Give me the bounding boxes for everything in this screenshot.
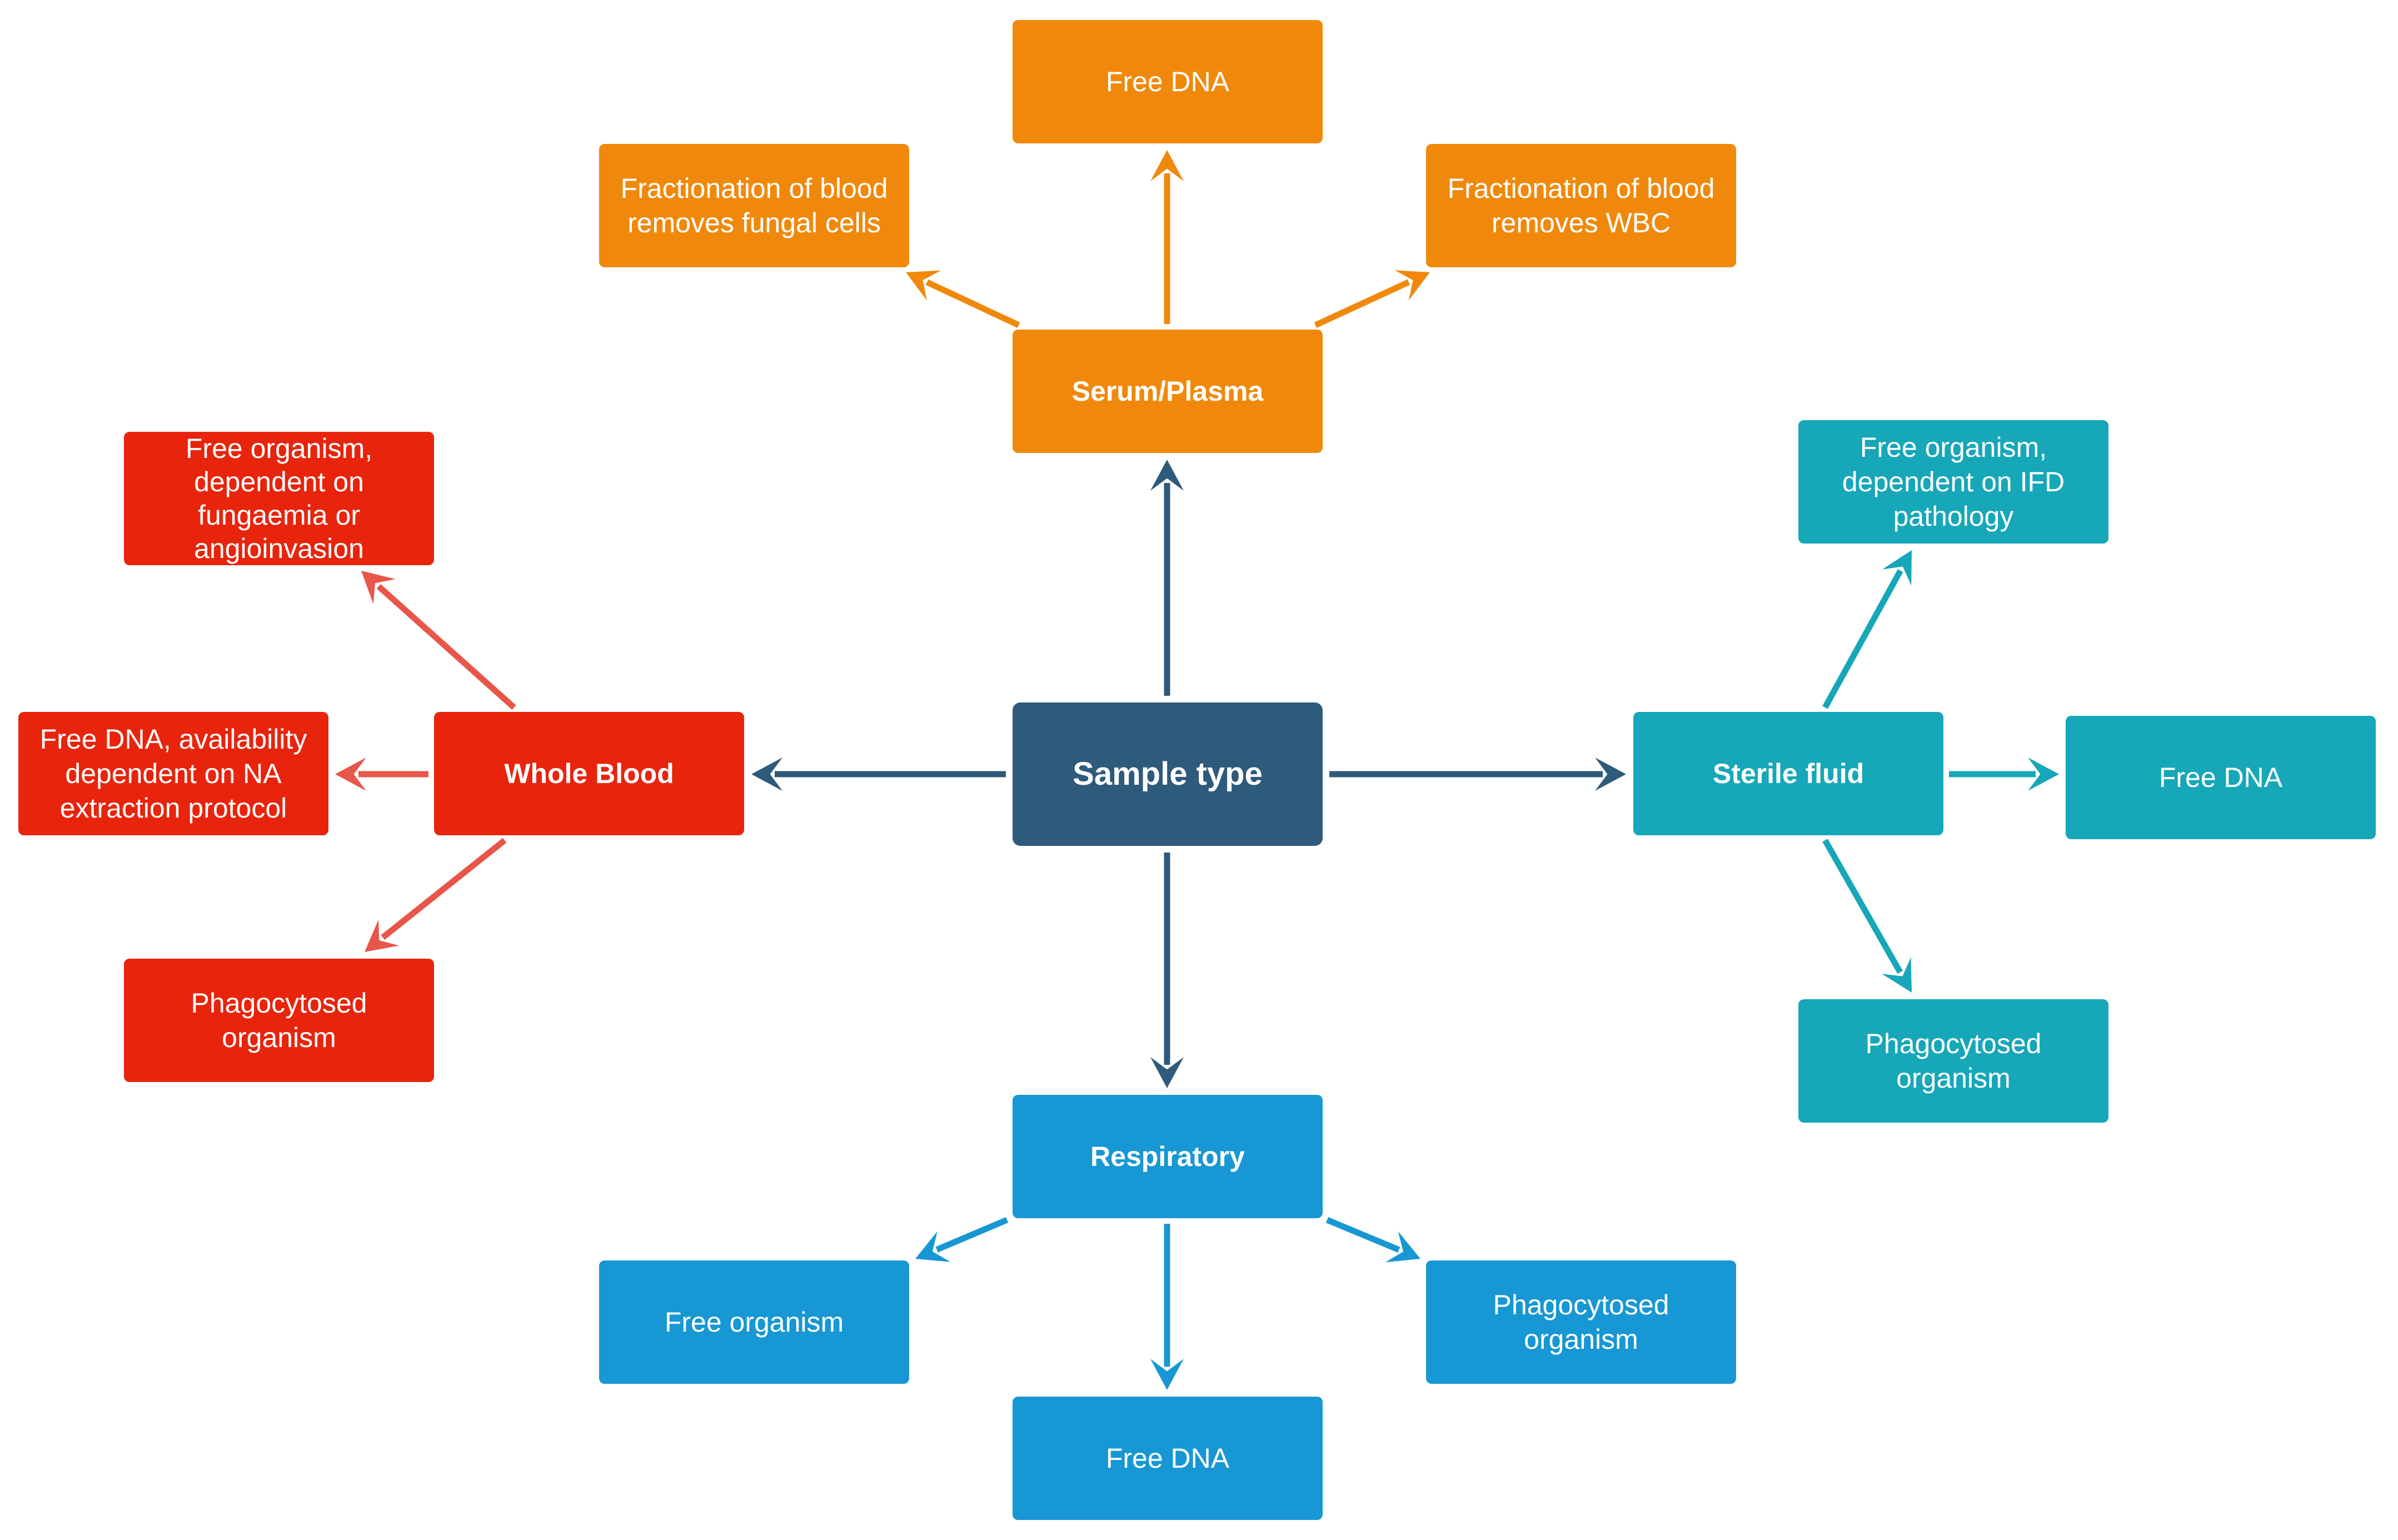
center-to-serum-arrow bbox=[1150, 460, 1184, 696]
sterile-free-organism-node: Free organism, dependent on IFD patholog… bbox=[1798, 420, 2108, 544]
blood-to-free-dna-arrow bbox=[335, 757, 428, 791]
respiratory-to-free-organism-arrow bbox=[915, 1217, 1009, 1262]
whole-blood-node: Whole Blood bbox=[434, 712, 744, 835]
serum-plasma-node: Serum/Plasma bbox=[1013, 330, 1323, 453]
serum-free-dna-node: Free DNA bbox=[1013, 20, 1323, 143]
sterile-to-free-organism-arrow bbox=[1822, 550, 1912, 709]
sterile-fluid-node: Sterile fluid bbox=[1633, 712, 1943, 835]
serum-to-wbc-arrow bbox=[1314, 270, 1430, 328]
blood-phagocytosed-node: Phagocytosed organism bbox=[124, 959, 434, 1082]
center-to-whole-blood-arrow bbox=[751, 757, 1006, 791]
blood-to-phagocytosed-arrow bbox=[365, 838, 507, 952]
respiratory-phagocytosed-node: Phagocytosed organism bbox=[1426, 1260, 1736, 1384]
serum-wbc-node: Fractionation of blood removes WBC bbox=[1426, 144, 1736, 267]
blood-free-dna-node: Free DNA, availability dependent on NA e… bbox=[18, 712, 328, 835]
sterile-to-phagocytosed-arrow bbox=[1822, 839, 1912, 993]
serum-to-fungal-cells-arrow bbox=[906, 270, 1020, 328]
respiratory-to-free-dna-arrow bbox=[1150, 1224, 1184, 1390]
sterile-phagocytosed-node: Phagocytosed organism bbox=[1798, 999, 2108, 1123]
blood-free-organism-node: Free organism, dependent on fungaemia or… bbox=[124, 432, 434, 565]
serum-to-free-dna-arrow bbox=[1150, 150, 1184, 324]
respiratory-to-phagocytosed-arrow bbox=[1325, 1217, 1420, 1263]
center-to-sterile-arrow bbox=[1329, 757, 1626, 791]
sterile-free-dna-node: Free DNA bbox=[2066, 716, 2376, 839]
blood-to-free-organism-arrow bbox=[361, 571, 516, 710]
respiratory-node: Respiratory bbox=[1013, 1095, 1323, 1218]
respiratory-free-organism-node: Free organism bbox=[599, 1260, 909, 1384]
center-to-respiratory-arrow bbox=[1150, 853, 1184, 1088]
respiratory-free-dna-node: Free DNA bbox=[1013, 1397, 1323, 1520]
sterile-to-free-dna-arrow bbox=[1949, 757, 2059, 791]
serum-fungal-cells-node: Fractionation of blood removes fungal ce… bbox=[599, 144, 909, 267]
sample-type-node: Sample type bbox=[1013, 702, 1323, 846]
